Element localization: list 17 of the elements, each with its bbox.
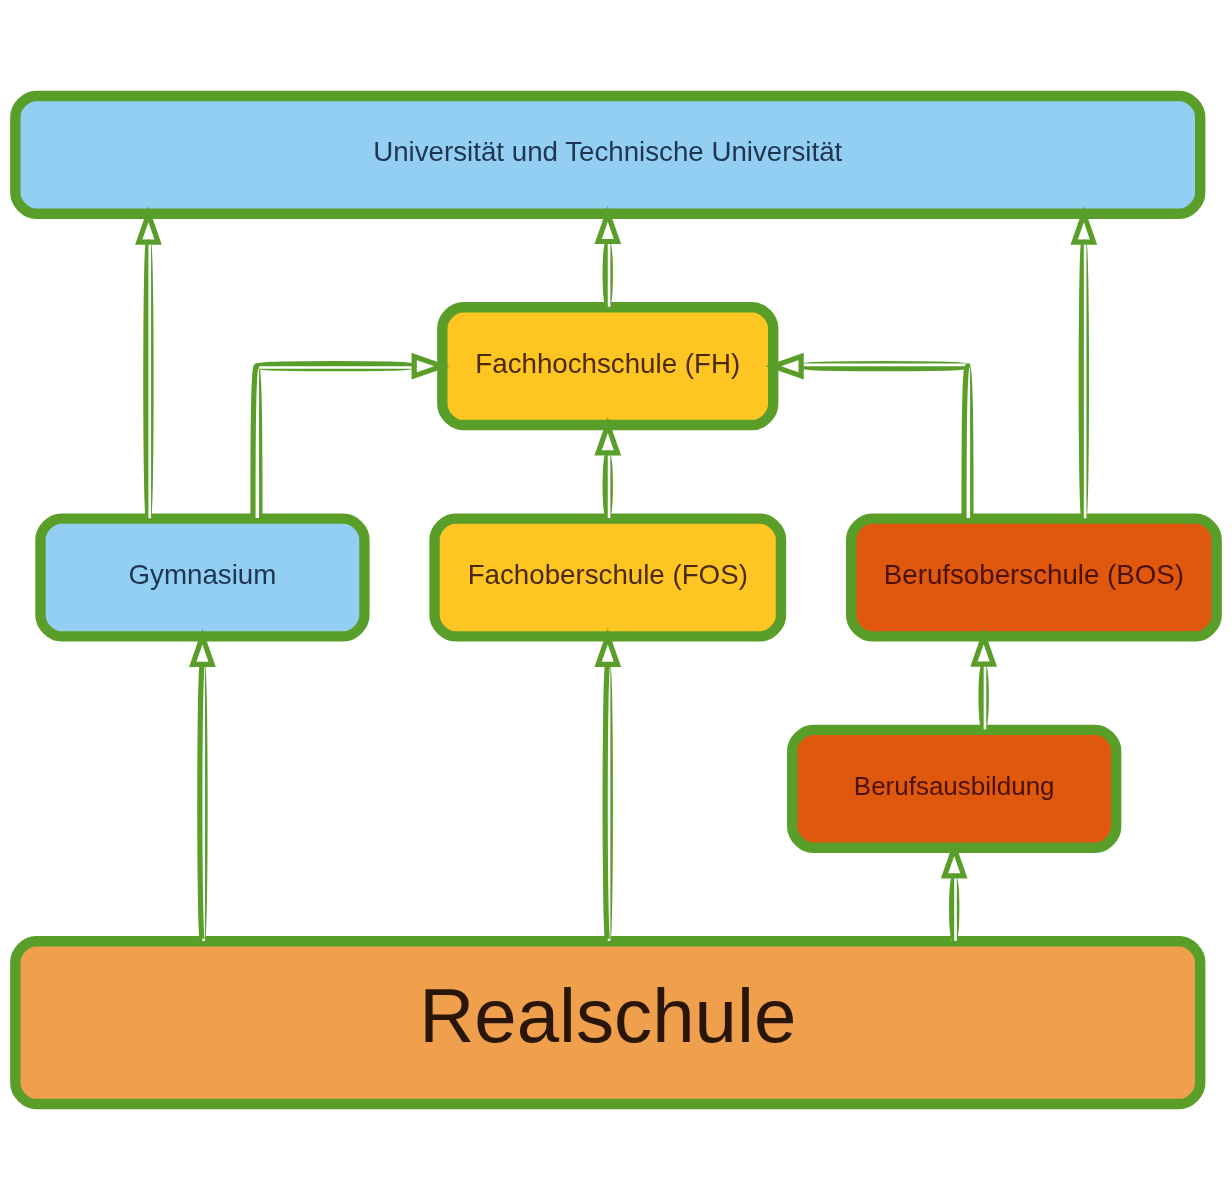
arrow	[940, 840, 968, 942]
arrow	[594, 628, 622, 942]
arrow	[594, 205, 622, 308]
arrow	[189, 628, 216, 942]
node-box: Berufsausbildung	[787, 724, 1122, 853]
node-box: Realschule	[10, 936, 1206, 1110]
node-box: Gymnasium	[35, 513, 370, 642]
node-box: Berufsoberschule (BOS)	[845, 513, 1222, 642]
node-box: Fachoberschule (FOS)	[429, 513, 787, 642]
node-box: Universität und Technische Universität	[10, 90, 1206, 219]
arrow	[594, 417, 622, 519]
arrow	[135, 206, 162, 519]
arrow	[765, 352, 974, 519]
node-box: Fachhochschule (FH)	[437, 302, 779, 431]
arrow	[970, 628, 998, 731]
arrow	[1070, 206, 1098, 519]
arrow	[250, 352, 450, 519]
